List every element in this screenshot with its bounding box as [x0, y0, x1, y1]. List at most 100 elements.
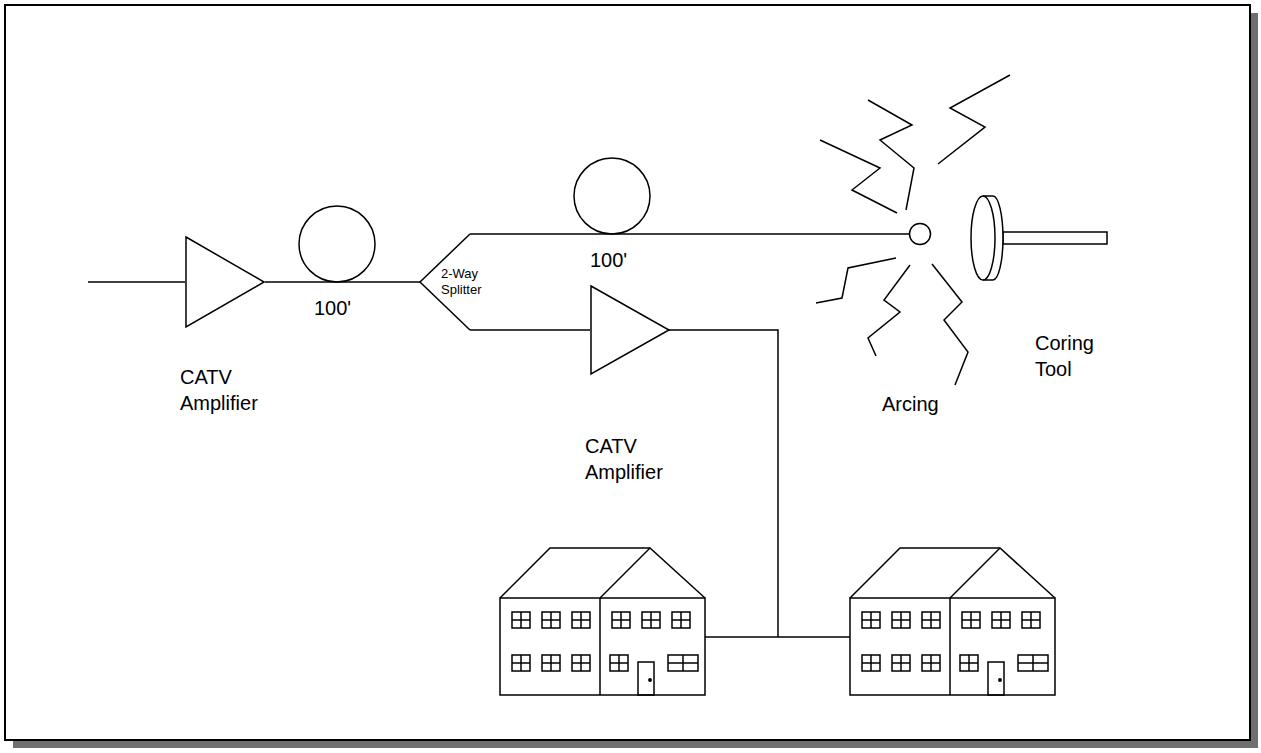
- shadow-right: [1250, 13, 1258, 748]
- window: [672, 612, 690, 628]
- door: [988, 662, 1004, 695]
- amplifier-triangle: [590, 285, 670, 375]
- frame: [5, 5, 1250, 740]
- door-knob: [649, 679, 651, 681]
- cable: [470, 233, 909, 235]
- window-cross: [922, 612, 940, 628]
- window-cross: [512, 655, 530, 671]
- window: [572, 655, 590, 671]
- window-cross: [1018, 655, 1048, 671]
- window: [960, 655, 978, 671]
- node-label: CATV Amplifier: [585, 433, 671, 485]
- shadow-bottom: [13, 740, 1258, 748]
- window: [542, 655, 560, 671]
- door: [638, 662, 654, 695]
- amplifier-node: CATV Amplifier: [185, 236, 265, 416]
- window: [512, 655, 530, 671]
- window: [542, 612, 560, 628]
- window: [512, 612, 530, 628]
- arc-bolt: [868, 265, 910, 356]
- window-cross: [892, 655, 910, 671]
- house: [500, 548, 705, 695]
- window-cross: [672, 612, 690, 628]
- window: [922, 655, 940, 671]
- window-cross: [992, 612, 1010, 628]
- coring-tool-node: Coring Tool: [909, 190, 1109, 385]
- amplifier-outline: [591, 286, 669, 374]
- node-label: Coring Tool: [1035, 330, 1115, 382]
- house-gable: [600, 548, 650, 598]
- window-cross: [612, 612, 630, 628]
- wiring: [88, 158, 850, 637]
- window-cross: [642, 612, 660, 628]
- annotation: Arcing: [880, 392, 941, 416]
- window-cross: [862, 612, 880, 628]
- splitter-symbol: [420, 234, 470, 330]
- amplifier-node: CATV Amplifier: [590, 285, 670, 485]
- window-cross: [542, 612, 560, 628]
- window-cross: [668, 655, 698, 671]
- tool-shaft: [1003, 232, 1107, 244]
- window: [962, 612, 980, 628]
- arc-bolt: [868, 100, 914, 210]
- house-roof: [850, 548, 1055, 598]
- house-body: [500, 598, 705, 695]
- tool-face: [971, 196, 995, 280]
- coring-tool-drawing: [909, 190, 1109, 385]
- window-cross: [572, 655, 590, 671]
- window: [1022, 612, 1040, 628]
- input-cable: [88, 281, 185, 283]
- window: [992, 612, 1010, 628]
- cable-length: 100': [312, 296, 353, 320]
- window: [862, 655, 880, 671]
- cable-length: 100': [588, 248, 629, 272]
- window: [1018, 655, 1048, 671]
- window-cross: [862, 655, 880, 671]
- cable: [470, 329, 590, 331]
- house-body: [850, 598, 1055, 695]
- houses: [500, 548, 1055, 695]
- amplifier-triangle: [185, 236, 265, 328]
- window: [612, 612, 630, 628]
- house: [850, 548, 1055, 695]
- node-label: CATV Amplifier: [180, 364, 266, 416]
- window: [572, 612, 590, 628]
- window: [862, 612, 880, 628]
- window-cross: [892, 612, 910, 628]
- window-cross: [512, 612, 530, 628]
- cable-coil: [574, 158, 650, 234]
- drop-cable: [668, 330, 778, 637]
- window: [642, 612, 660, 628]
- window: [892, 655, 910, 671]
- house-divider: [599, 598, 601, 695]
- cable: [265, 281, 420, 283]
- window: [610, 655, 628, 671]
- house-roof: [500, 548, 705, 598]
- frame-shadow: [13, 13, 1258, 748]
- window-cross: [572, 612, 590, 628]
- window: [668, 655, 698, 671]
- window-cross: [960, 655, 978, 671]
- splitter-arms: [420, 234, 470, 330]
- splitter-node: 2-Way Splitter: [420, 234, 492, 330]
- window-cross: [610, 655, 628, 671]
- arc-bolt: [816, 258, 896, 303]
- arc-bolt: [932, 264, 968, 385]
- amplifier-outline: [186, 237, 264, 327]
- house-gable: [950, 548, 1000, 598]
- house-divider: [949, 598, 951, 695]
- door-knob: [999, 679, 1001, 681]
- window: [892, 612, 910, 628]
- window-cross: [922, 655, 940, 671]
- cable-center-conductor: [910, 224, 931, 245]
- window-cross: [962, 612, 980, 628]
- window-cross: [542, 655, 560, 671]
- arcing-bolts: [816, 75, 1010, 385]
- window: [922, 612, 940, 628]
- arc-bolt: [820, 140, 897, 213]
- cable-coil: [299, 206, 375, 282]
- arc-bolt: [938, 75, 1010, 164]
- drop-cable: [705, 636, 850, 638]
